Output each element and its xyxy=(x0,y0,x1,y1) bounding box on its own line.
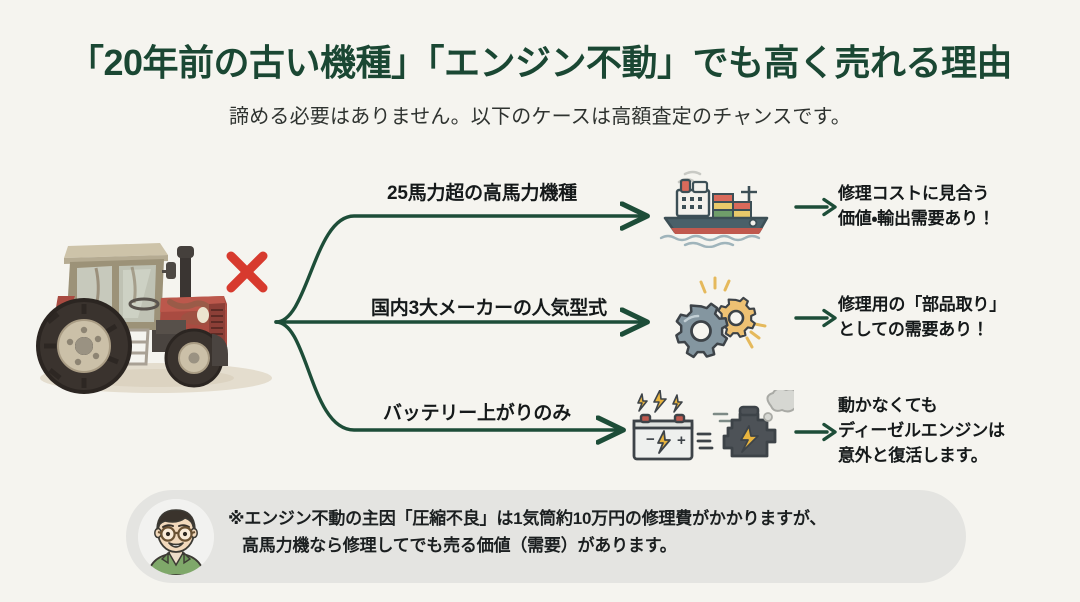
red-x-mark xyxy=(225,250,269,294)
result-text-2-line1: 修理用の「部品取り」 xyxy=(838,295,1006,314)
result-text-3-line1: 動かなくても xyxy=(838,396,938,415)
branch-label-3: バッテリー上がりのみ xyxy=(383,403,572,424)
footnote-line1: ※エンジン不動の主因「圧縮不良」は1気筒約10万円の修理費がかかりますが、 xyxy=(228,509,827,528)
result-arrow-2 xyxy=(794,307,840,329)
footnote-panel xyxy=(126,490,966,583)
svg-text:+: + xyxy=(677,432,686,449)
svg-text:−: − xyxy=(646,431,655,448)
result-text-1-line1: 修理コストに見合う xyxy=(838,184,990,203)
page-subtitle: 諦める必要はありません。以下のケースは高額査定のチャンスです。 xyxy=(229,106,851,128)
result-arrow-1 xyxy=(794,196,840,218)
result-text-3-line2: ディーゼルエンジンは xyxy=(838,421,1005,441)
result-text-3: 動かなくても ディーゼルエンジンは 意外と復活します。 xyxy=(838,393,1005,468)
old-tractor-illustration xyxy=(28,218,286,396)
man-with-glasses-avatar xyxy=(138,499,214,575)
branch-arrows xyxy=(262,178,682,456)
result-text-1-line2: 価値・輸出需要あり！ xyxy=(838,209,995,229)
page-title: 「20年前の古い機種」「エンジン不動」でも高く売れる理由 xyxy=(67,42,1013,83)
footnote-text: ※エンジン不動の主因「圧縮不良」は1気筒約10万円の修理費がかかりますが、 高馬… xyxy=(228,506,826,560)
footnote-line2: 高馬力機なら修理してでも売る価値（需要）があります。 xyxy=(242,535,677,555)
result-text-3-line3: 意外と復活します。 xyxy=(838,446,988,466)
battery-engine-icon: − + xyxy=(628,387,801,477)
result-text-2: 修理用の「部品取り」 としての需要あり！ xyxy=(838,292,1006,342)
result-text-2-line2: としての需要あり！ xyxy=(838,320,989,340)
result-arrow-3 xyxy=(794,421,840,443)
result-text-1: 修理コストに見合う 価値・輸出需要あり！ xyxy=(838,181,995,231)
branch-label-2: 国内3大メーカーの人気型式 xyxy=(371,298,607,319)
branch-label-1: 25馬力超の高馬力機種 xyxy=(387,183,577,204)
cargo-ship-icon xyxy=(655,168,777,253)
gears-icon xyxy=(663,276,773,365)
